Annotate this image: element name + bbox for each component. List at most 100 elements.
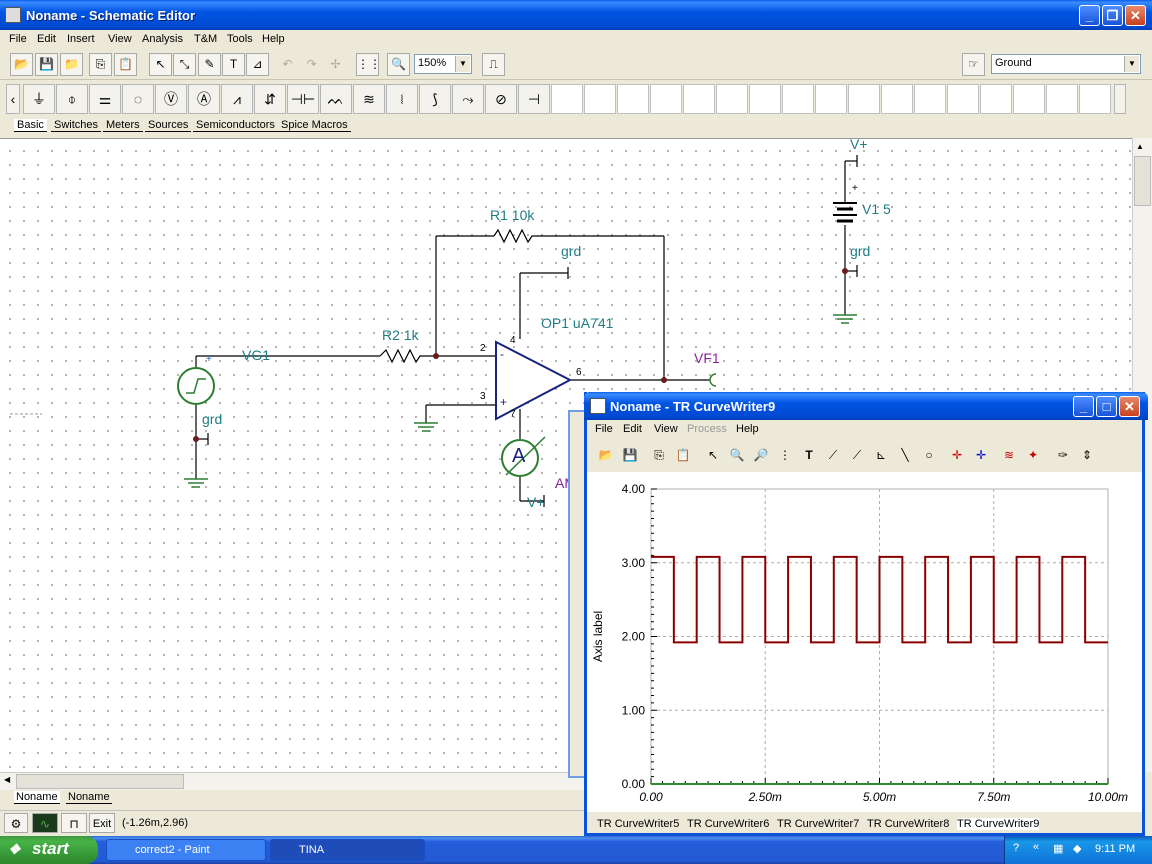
pen-icon[interactable]: ✎ (198, 53, 221, 76)
op1-label[interactable]: OP1 uA741 (541, 315, 614, 331)
minimize-button[interactable]: _ (1079, 5, 1100, 26)
empty-slot[interactable] (1013, 84, 1045, 114)
scroll-right-icon[interactable] (1114, 84, 1126, 114)
variable-resistor-comp-icon[interactable]: ⊘ (485, 84, 517, 114)
potentiometer-comp-icon[interactable]: ⇵ (254, 84, 286, 114)
coupled-inductor-comp-icon[interactable]: ⧙ (386, 84, 418, 114)
grd-label-battery[interactable]: grd (850, 243, 871, 259)
paste-icon[interactable]: 📋 (114, 53, 137, 76)
spdt-comp-icon[interactable]: ⤳ (452, 84, 484, 114)
vplus-label-battery[interactable]: V+ (850, 138, 868, 152)
tab-meters[interactable]: Meters (103, 119, 143, 132)
empty-slot[interactable] (617, 84, 649, 114)
scroll-left-icon[interactable]: ‹ (6, 84, 20, 114)
terminal-comp-icon[interactable]: ⊣ (518, 84, 550, 114)
open-folder-icon[interactable]: 📁 (60, 53, 83, 76)
empty-slot[interactable] (650, 84, 682, 114)
tab-spice-macros[interactable]: Spice Macros (278, 119, 351, 132)
menu-file[interactable]: File (9, 33, 27, 45)
cw-tab-9[interactable]: TR CurveWriter9 (957, 818, 1040, 830)
zoom-in-icon[interactable]: 🔍 (729, 448, 745, 462)
oscilloscope-icon[interactable]: ∿ (32, 813, 58, 833)
cw-maximize-button[interactable]: □ (1096, 396, 1117, 417)
empty-slot[interactable] (749, 84, 781, 114)
cursor-a-icon[interactable]: ✛ (951, 448, 963, 462)
vf1-label[interactable]: VF1 (694, 350, 720, 366)
cw-close-button[interactable]: ✕ (1119, 396, 1140, 417)
menu-edit[interactable]: Edit (37, 33, 56, 45)
ammeter-comp-icon[interactable]: Ⓐ (188, 84, 220, 114)
cw-menu-help[interactable]: Help (736, 423, 759, 435)
tab-semiconductors[interactable]: Semiconductors (193, 119, 278, 132)
empty-slot[interactable] (1046, 84, 1078, 114)
tab-basic[interactable]: Basic (14, 119, 47, 132)
vg1-label[interactable]: VG1 (242, 347, 271, 363)
r1-label[interactable]: R1 10k (490, 207, 535, 223)
gear-icon[interactable]: ⚙ (4, 813, 28, 833)
copy-icon[interactable]: ⎘ (654, 448, 664, 462)
wire-icon[interactable]: ⤡ (173, 53, 196, 76)
pointer-icon[interactable]: ↖ (707, 448, 719, 462)
menu-tools[interactable]: Tools (227, 33, 253, 45)
undo-icon[interactable]: ↶ (282, 57, 293, 71)
cw-menu-process[interactable]: Process (687, 423, 727, 435)
scroll-thumb[interactable] (1134, 156, 1151, 206)
net-select[interactable]: Ground ▼ (991, 54, 1141, 74)
add-point-icon[interactable]: ✦ (1027, 448, 1039, 462)
pick-icon[interactable]: ✑ (1057, 448, 1069, 462)
label-icon[interactable]: ⊿ (246, 53, 269, 76)
vplus-label-ammeter[interactable]: V+ (527, 494, 545, 510)
cw-menu-edit[interactable]: Edit (623, 423, 642, 435)
resistor-comp-icon[interactable]: ⩘ (221, 84, 253, 114)
menu-insert[interactable]: Insert (67, 33, 95, 45)
empty-slot[interactable] (782, 84, 814, 114)
menu-view[interactable]: View (108, 33, 132, 45)
grd-label-opamp[interactable]: grd (561, 243, 582, 259)
cursor-b-icon[interactable]: ✛ (975, 448, 987, 462)
battery-comp-icon[interactable]: ⚌ (89, 84, 121, 114)
open-icon[interactable]: 📂 (10, 53, 33, 76)
zoom-select[interactable]: 150% ▼ (414, 54, 472, 74)
cw-tab-7[interactable]: TR CurveWriter7 (777, 818, 860, 830)
curvewriter-icon[interactable] (590, 398, 606, 414)
task-paint[interactable]: correct2 - Paint (106, 839, 266, 861)
marker-icon[interactable]: ⟋ (828, 448, 838, 462)
chevron-down-icon[interactable]: ▼ (1124, 56, 1139, 72)
text-icon[interactable]: T (222, 53, 245, 76)
empty-slot[interactable] (980, 84, 1012, 114)
chevron-icon[interactable]: « (1033, 841, 1040, 853)
arrows-icon[interactable]: ⇕ (1081, 448, 1093, 462)
save-icon[interactable]: 💾 (35, 53, 58, 76)
exit-button[interactable]: Exit (89, 813, 115, 833)
restore-button[interactable]: ❐ (1102, 5, 1123, 26)
grid-icon[interactable]: ⋮ (779, 448, 791, 462)
empty-slot[interactable] (947, 84, 979, 114)
empty-slot[interactable] (584, 84, 616, 114)
current-source-comp-icon[interactable]: ⌽ (56, 84, 88, 114)
junction-icon[interactable]: ✢ (330, 57, 341, 71)
cw-tab-6[interactable]: TR CurveWriter6 (687, 818, 770, 830)
redo-icon[interactable]: ↷ (306, 57, 317, 71)
task-tina[interactable]: TINA (270, 839, 425, 861)
cw-minimize-button[interactable]: _ (1073, 396, 1094, 417)
grid-icon[interactable]: ⋮⋮ (356, 53, 381, 76)
empty-slot[interactable] (881, 84, 913, 114)
empty-slot[interactable] (815, 84, 847, 114)
line-icon[interactable]: ╲ (901, 448, 909, 462)
open-icon[interactable]: 📂 (598, 448, 614, 462)
resistor-value-icon[interactable]: ⎍ (482, 53, 505, 76)
copy-icon[interactable]: ⎘ (89, 53, 112, 76)
menu-analysis[interactable]: Analysis (142, 33, 183, 45)
voltmeter-comp-icon[interactable]: Ⓥ (155, 84, 187, 114)
cw-menu-view[interactable]: View (654, 423, 678, 435)
empty-slot[interactable] (1079, 84, 1111, 114)
close-button[interactable]: ✕ (1125, 5, 1146, 26)
empty-slot[interactable] (914, 84, 946, 114)
capacitor-comp-icon[interactable]: ⊣⊢ (287, 84, 319, 114)
cw-menu-file[interactable]: File (595, 423, 613, 435)
tina-app-icon[interactable] (5, 7, 21, 23)
v1-label[interactable]: V1 5 (862, 201, 891, 217)
menu-help[interactable]: Help (262, 33, 285, 45)
ground-comp-icon[interactable]: ⏚ (23, 84, 55, 114)
